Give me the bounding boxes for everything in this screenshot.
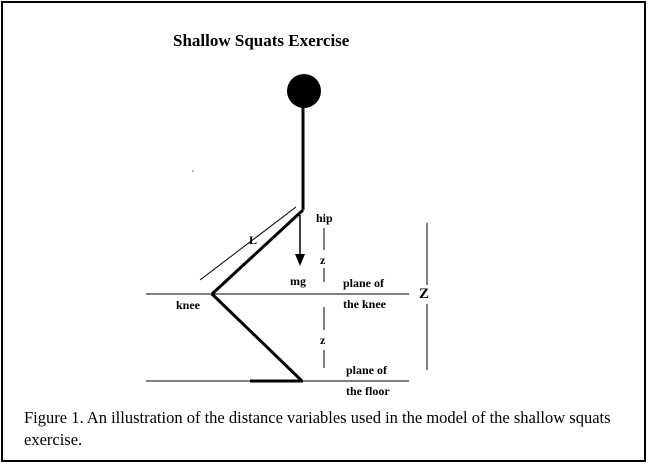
L-label: L: [249, 233, 257, 247]
stray-dot: [192, 170, 194, 172]
L-dimension-line: [199, 206, 297, 281]
upper-z-label: z: [320, 253, 326, 267]
head-circle: [287, 74, 321, 108]
lower-z-label: z: [320, 333, 326, 347]
floor-plane-label-2: the floor: [346, 384, 390, 398]
hip-label: hip: [316, 211, 333, 225]
shin-line: [210, 292, 304, 383]
Z-label: Z: [419, 286, 429, 302]
mg-label: mg: [290, 274, 306, 288]
thigh-line: [210, 208, 305, 296]
mg-arrow-head: [295, 254, 305, 266]
floor-plane-label-1: plane of: [346, 363, 388, 377]
figure-caption: Figure 1. An illustration of the distanc…: [24, 408, 611, 449]
knee-plane-label-2: the knee: [343, 297, 387, 311]
knee-plane-label-1: plane of: [343, 276, 385, 290]
diagram-title: Shallow Squats Exercise: [173, 31, 350, 50]
knee-label: knee: [176, 298, 201, 312]
